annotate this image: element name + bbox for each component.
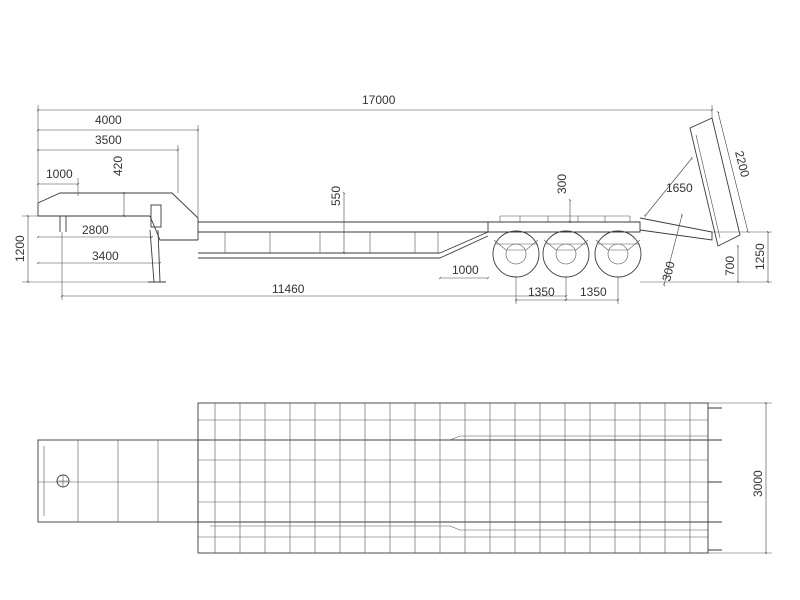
dimension-lines — [22, 105, 772, 304]
rear-ramp — [689, 117, 741, 247]
width-dimension: 3000 — [708, 401, 772, 555]
dim-3400: 3400 — [92, 249, 119, 263]
dim-4000: 4000 — [95, 113, 122, 127]
dim-3500: 3500 — [95, 133, 122, 147]
dim-300-frame: 300 — [555, 174, 569, 194]
wheel-2-hub — [555, 243, 577, 265]
dimension-labels: 17000 4000 3500 1000 420 550 300 2800 34… — [13, 93, 767, 299]
wheel-3-hub — [607, 243, 629, 265]
dim-3000: 3000 — [751, 470, 765, 497]
dim-2200: 2200 — [732, 149, 752, 179]
dim-700: 700 — [723, 256, 737, 276]
dim-300-ramp: 300 — [659, 260, 678, 283]
dim-1650: 1650 — [666, 181, 693, 195]
wheels — [492, 230, 642, 278]
dim-1350-b: 1350 — [580, 285, 607, 299]
gooseneck-top-view — [37, 439, 199, 523]
dim-550: 550 — [329, 186, 343, 206]
wheel-3 — [594, 230, 642, 278]
main-platform-top-view — [197, 402, 722, 554]
dim-17000: 17000 — [362, 93, 396, 107]
side-view: 17000 4000 3500 1000 420 550 300 2800 34… — [13, 93, 772, 304]
dim-1350-a: 1350 — [528, 285, 555, 299]
dim-11460: 11460 — [272, 282, 305, 296]
dim-420: 420 — [111, 156, 125, 176]
wheel-2 — [542, 230, 590, 278]
dim-1200: 1200 — [13, 235, 27, 262]
trailer-side-frame — [37, 192, 713, 283]
dim-2800: 2800 — [82, 223, 109, 237]
top-view: 3000 — [37, 401, 772, 555]
wheel-1-hub — [505, 243, 527, 265]
dim-1000-left: 1000 — [46, 167, 73, 181]
dim-1000-slope: 1000 — [452, 263, 479, 277]
wheel-1 — [492, 230, 540, 278]
dim-1250: 1250 — [753, 243, 767, 270]
